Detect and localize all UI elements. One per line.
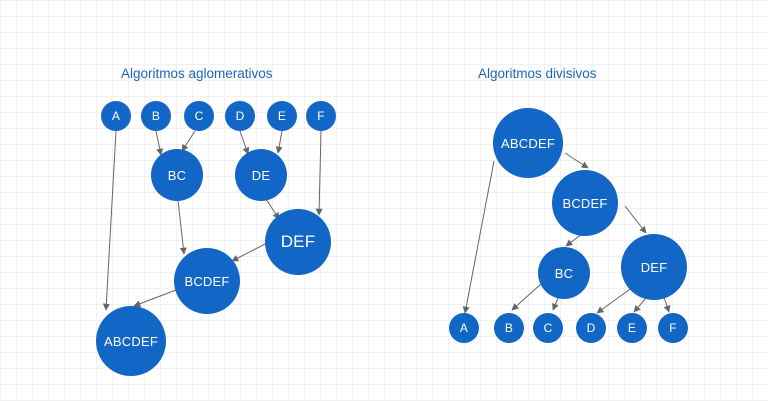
arrow-f-to-def bbox=[315, 130, 323, 216]
arrow-def-to-f bbox=[663, 296, 671, 313]
div-node-abcdef: ABCDEF bbox=[493, 108, 563, 178]
div-node-bc: BC bbox=[538, 247, 590, 299]
arrow-abcdef-to-bcdef bbox=[564, 152, 589, 169]
arrow-abcdef-to-a bbox=[462, 160, 495, 314]
arrow-bcdef-to-def bbox=[624, 205, 647, 234]
agg-node-def: DEF bbox=[265, 209, 331, 275]
arrow-bc-to-bcdef bbox=[177, 199, 187, 255]
agg-node-f: F bbox=[306, 101, 336, 131]
arrow-bc-to-b bbox=[511, 283, 542, 311]
arrow-b-to-bc bbox=[155, 130, 164, 156]
agg-node-e: E bbox=[267, 101, 297, 131]
div-node-c: C bbox=[533, 313, 563, 343]
agg-node-a: A bbox=[101, 101, 131, 131]
div-node-e: E bbox=[617, 313, 647, 343]
agg-node-de: DE bbox=[235, 149, 287, 201]
div-node-b: B bbox=[494, 313, 524, 343]
agg-node-b: B bbox=[141, 101, 171, 131]
arrow-def-to-d bbox=[596, 286, 634, 314]
div-node-d: D bbox=[576, 313, 606, 343]
arrow-e-to-de bbox=[275, 130, 283, 154]
agg-node-bc: BC bbox=[151, 149, 203, 201]
arrow-d-to-de bbox=[239, 130, 250, 155]
arrow-def-to-bcdef bbox=[231, 243, 266, 262]
arrow-c-to-bc bbox=[181, 130, 196, 152]
div-node-bcdef: BCDEF bbox=[552, 170, 618, 236]
agg-node-c: C bbox=[184, 101, 214, 131]
arrow-bc-to-c bbox=[552, 297, 559, 311]
arrow-bcdef-to-bc bbox=[565, 233, 583, 247]
divisive-title: Algoritmos divisivos bbox=[478, 66, 597, 81]
div-node-def: DEF bbox=[621, 234, 687, 300]
agg-node-abcdef: ABCDEF bbox=[96, 306, 166, 376]
agg-node-bcdef: BCDEF bbox=[174, 248, 240, 314]
arrow-bcdef-to-abcdef bbox=[133, 289, 177, 308]
arrow-def-to-e bbox=[633, 296, 648, 313]
div-node-a: A bbox=[449, 313, 479, 343]
agglomerative-title: Algoritmos aglomerativos bbox=[121, 66, 273, 81]
div-node-f: F bbox=[658, 313, 688, 343]
agg-node-d: D bbox=[225, 101, 255, 131]
arrow-a-to-abcdef bbox=[102, 130, 117, 311]
